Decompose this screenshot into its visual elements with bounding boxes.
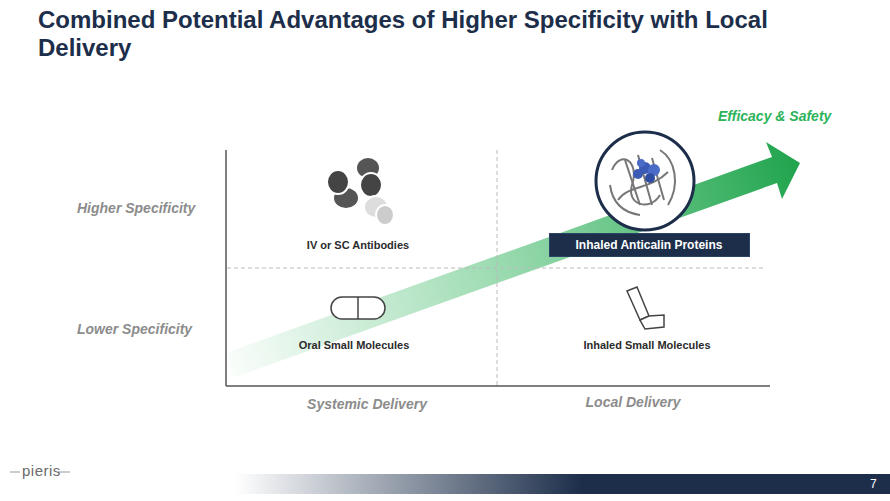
arrow-label: Efficacy & Safety bbox=[718, 108, 831, 124]
efficacy-arrow bbox=[228, 142, 800, 378]
footer-bar bbox=[120, 474, 890, 494]
divider bbox=[227, 268, 766, 269]
y-axis bbox=[225, 150, 227, 386]
axis-label: Systemic Delivery bbox=[307, 396, 427, 412]
box-text: Inhaled Anticalin Proteins bbox=[576, 238, 723, 252]
quadrant-label: Oral Small Molecules bbox=[299, 339, 410, 351]
inhaler-icon bbox=[627, 287, 664, 329]
quadrant-label: Inhaled Small Molecules bbox=[583, 339, 710, 351]
pill-icon bbox=[331, 297, 385, 319]
axis-label: Local Delivery bbox=[586, 394, 681, 410]
page-number: 7 bbox=[870, 477, 877, 491]
antibody-icon bbox=[327, 157, 394, 225]
x-axis bbox=[226, 385, 770, 387]
axis-label: Lower Specificity bbox=[77, 321, 192, 337]
company-logo: pieris bbox=[22, 462, 61, 479]
protein-icon bbox=[596, 132, 694, 230]
slide-title: Combined Potential Advantages of Higher … bbox=[38, 6, 858, 62]
axis-label: Higher Specificity bbox=[77, 200, 195, 216]
quadrant-label: IV or SC Antibodies bbox=[307, 239, 409, 251]
logo-mark bbox=[10, 472, 20, 473]
highlight-box: Inhaled Anticalin Proteins bbox=[549, 233, 750, 257]
divider bbox=[497, 150, 498, 385]
